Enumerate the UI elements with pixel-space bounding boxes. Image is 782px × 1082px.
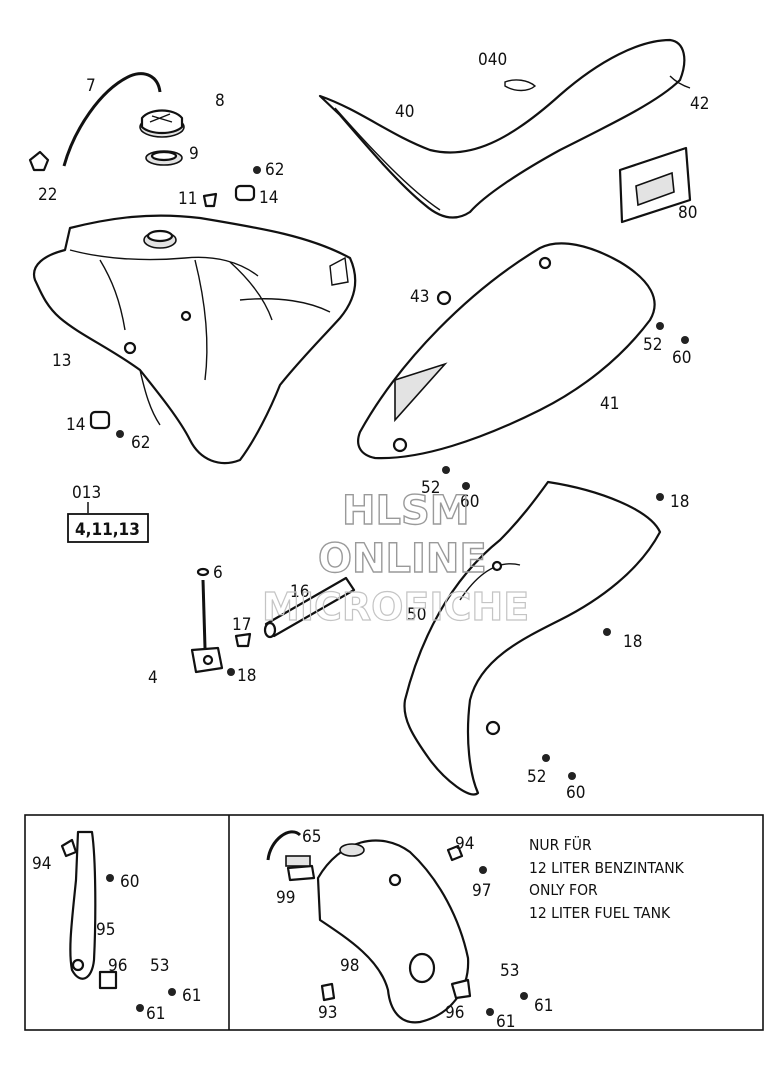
bracket-icon: [60, 830, 176, 1012]
callout-52-c: 52: [527, 767, 546, 787]
callout-96-b: 96: [445, 1003, 464, 1023]
callout-8: 8: [215, 91, 225, 111]
callout-61-c: 61: [534, 996, 553, 1016]
callout-80: 80: [678, 203, 697, 223]
note-line-1: NUR FÜR: [529, 835, 592, 854]
callout-41: 41: [600, 394, 619, 414]
callout-16: 16: [290, 582, 309, 602]
note-line-2: 12 LITER BENZINTANK: [529, 859, 685, 877]
hose-clip-icon: [234, 632, 252, 648]
callout-14-top: 14: [259, 188, 278, 208]
callout-18-a: 18: [670, 492, 689, 512]
callout-65: 65: [302, 827, 321, 847]
rubber-grommet-icon: [89, 184, 256, 430]
callout-53-a: 53: [150, 956, 169, 976]
callout-52-b: 52: [421, 478, 440, 498]
callout-93: 93: [318, 1003, 337, 1023]
optional-parts-box: [24, 814, 764, 1031]
callout-9: 9: [189, 144, 199, 164]
callout-62-top: 62: [265, 160, 284, 180]
callout-61-a: 61: [182, 986, 201, 1006]
fuel-cap-icon: [139, 109, 185, 166]
12l-fuel-cap-icon: [266, 830, 316, 882]
callout-99: 99: [276, 888, 295, 908]
note-line-3: ONLY FOR: [529, 881, 598, 899]
callout-62-bottom: 62: [131, 433, 150, 453]
callout-43: 43: [410, 287, 429, 307]
callout-7: 7: [86, 76, 96, 96]
callout-98: 98: [340, 956, 359, 976]
callout-013: 013: [72, 483, 101, 503]
seat-icon: [318, 38, 691, 219]
callout-22: 22: [38, 185, 57, 205]
seat-decal-icon: [618, 146, 692, 224]
callout-6: 6: [213, 563, 223, 583]
callout-94-a: 94: [32, 854, 51, 874]
kit-contents: 4,11,13: [75, 520, 140, 540]
callout-60-c: 60: [566, 783, 585, 803]
vent-elbow-icon: [28, 150, 50, 172]
callout-96-a: 96: [108, 956, 127, 976]
bolt-icon: [320, 844, 528, 1016]
callout-17: 17: [232, 615, 251, 635]
callout-18-b: 18: [237, 666, 256, 686]
fuel-tap-icon: [190, 567, 224, 674]
callout-53-b: 53: [500, 961, 519, 981]
note-line-4: 12 LITER FUEL TANK: [529, 904, 671, 922]
callout-95: 95: [96, 920, 115, 940]
callout-61-d: 61: [496, 1012, 515, 1032]
tank-spoiler-icon: [403, 480, 662, 796]
bolt-icon: [116, 166, 689, 780]
callout-94-b: 94: [455, 834, 474, 854]
watermark-line-2: ONLINE: [318, 536, 487, 582]
callout-13: 13: [52, 351, 71, 371]
callout-60-a: 60: [672, 348, 691, 368]
watermark-line-1: HLSM: [342, 488, 470, 534]
callout-52-a: 52: [643, 335, 662, 355]
callout-14-bottom: 14: [66, 415, 85, 435]
callout-40: 40: [395, 102, 414, 122]
callout-60-d: 60: [120, 872, 139, 892]
watermark-line-3: MICROFICHE: [262, 585, 529, 629]
callout-60-b: 60: [460, 492, 479, 512]
side-panel-icon: [357, 242, 656, 460]
callout-11: 11: [178, 189, 197, 209]
callout-18-c: 18: [623, 632, 642, 652]
callout-040: 040: [478, 50, 507, 70]
kit-box: 4,11,13: [67, 513, 149, 543]
callout-42: 42: [690, 94, 709, 114]
callout-61-b: 61: [146, 1004, 165, 1024]
callout-50: 50: [407, 605, 426, 625]
12l-fuel-tank-icon: [316, 839, 472, 1024]
callout-4: 4: [148, 668, 158, 688]
fuel-line-hose-icon: [263, 576, 356, 639]
fuel-hose-icon: [62, 72, 162, 167]
callout-97: 97: [472, 881, 491, 901]
fuel-tank-icon: [32, 214, 357, 465]
